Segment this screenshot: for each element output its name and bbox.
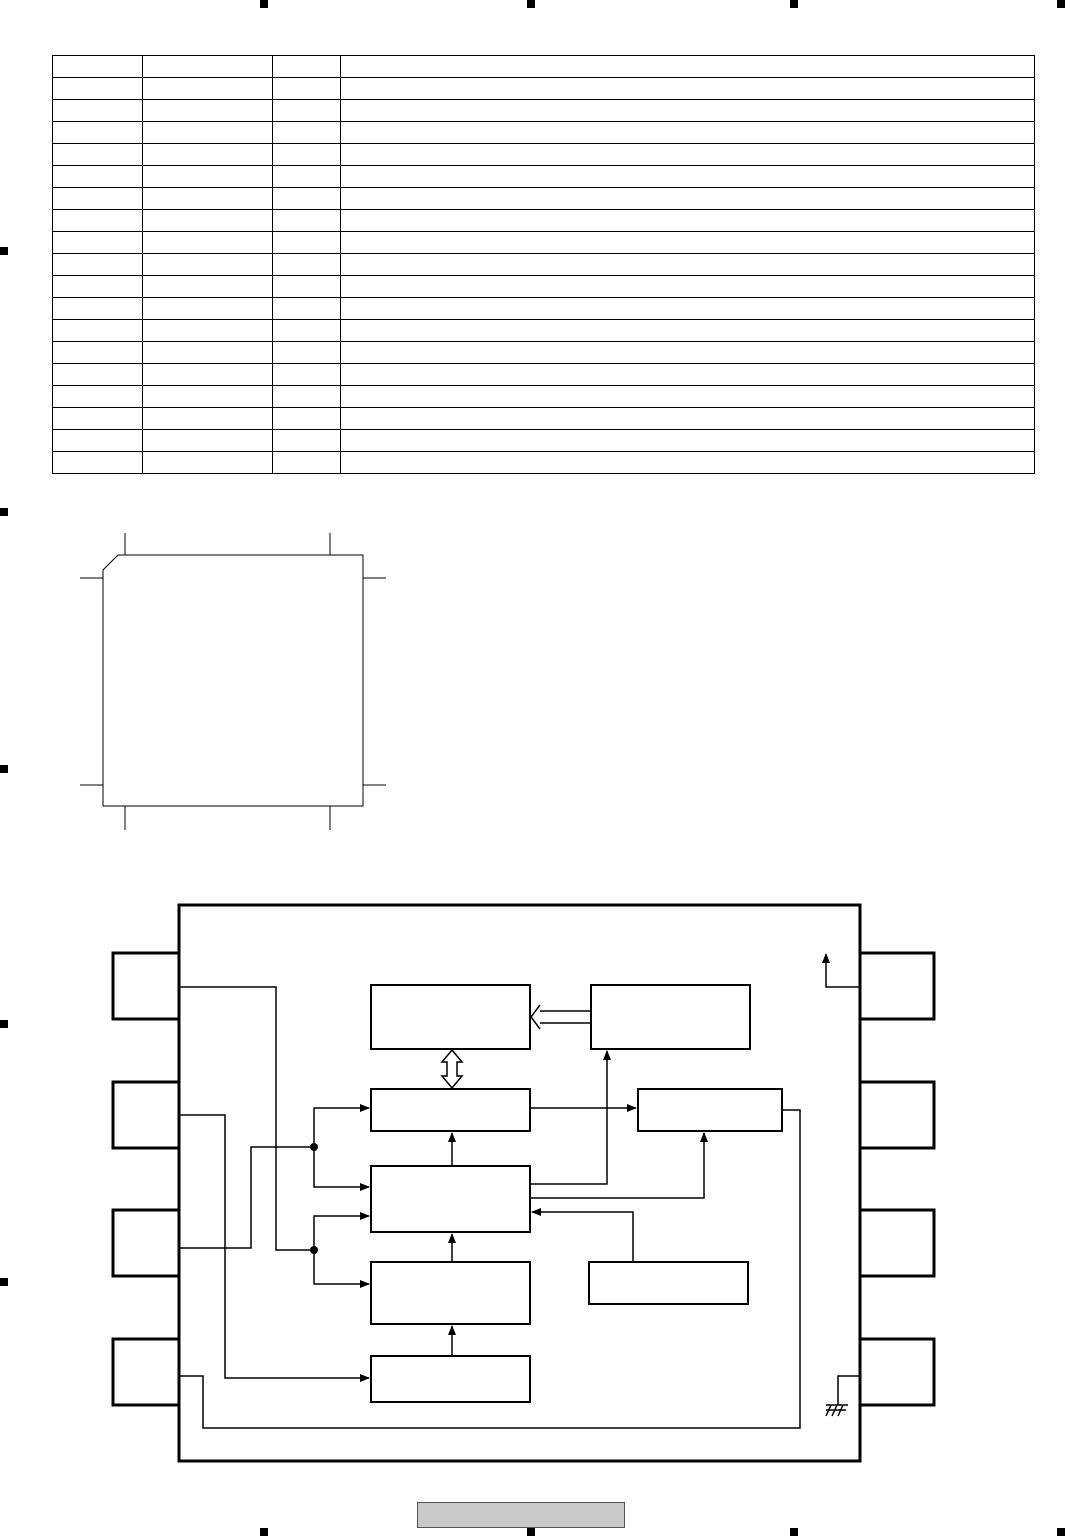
pin-function-table [52, 55, 1035, 474]
pin-pad [111, 1080, 181, 1150]
block [370, 1261, 531, 1325]
registration-mark-left [0, 247, 8, 255]
block [370, 1165, 531, 1233]
block [370, 1355, 531, 1403]
registration-mark-left [0, 1020, 8, 1028]
registration-mark-bottom [1057, 1528, 1065, 1536]
registration-mark-top [790, 0, 798, 8]
registration-mark-top [1057, 0, 1065, 8]
signal-line [313, 1250, 370, 1288]
signal-line [530, 1050, 611, 1185]
registration-mark-top [260, 0, 268, 8]
registration-mark-bottom [790, 1528, 798, 1536]
registration-mark-bottom [260, 1528, 268, 1536]
block [637, 1088, 783, 1132]
pin-pad [858, 951, 936, 1021]
ground-icon [825, 1404, 848, 1417]
block [370, 984, 531, 1050]
bus-arrow [530, 1004, 591, 1030]
registration-mark-left [0, 765, 8, 773]
block [588, 1261, 749, 1305]
junction-dot [310, 1143, 318, 1151]
block [590, 984, 751, 1050]
signal-line [179, 1114, 370, 1382]
table-row [52, 143, 1035, 166]
registration-mark-left [0, 508, 8, 516]
table-cell [340, 451, 1035, 474]
junction-dot [310, 1246, 318, 1254]
table-row [52, 451, 1035, 474]
table-row [52, 275, 1035, 298]
table-row [52, 99, 1035, 122]
ground-line [837, 1375, 860, 1405]
signal-line [179, 1146, 314, 1249]
table-row [52, 429, 1035, 452]
pin-pad [111, 951, 181, 1021]
table-row [52, 341, 1035, 364]
bidirectional-bus-arrow [440, 1048, 464, 1090]
signal-line [822, 953, 860, 988]
signal-line [313, 1147, 370, 1191]
pin-pad [858, 1080, 936, 1150]
table-row [52, 407, 1035, 430]
signal-line [530, 1132, 708, 1199]
signal-line [313, 1104, 370, 1147]
pin-table-body [52, 55, 1035, 474]
pin-pad [111, 1208, 181, 1278]
table-row [52, 231, 1035, 254]
pin-pad [858, 1337, 936, 1407]
registration-mark-left [0, 1278, 8, 1286]
block-diagram [111, 903, 936, 1463]
signal-line [531, 1208, 634, 1262]
signal-line [179, 1109, 801, 1429]
registration-mark-bottom [527, 1528, 535, 1536]
pin-pad [111, 1337, 181, 1407]
table-row [52, 121, 1035, 144]
table-row [52, 187, 1035, 210]
registration-mark-top [527, 0, 535, 8]
footer-label-box [417, 1502, 625, 1528]
signal-line [313, 1212, 370, 1250]
signal-line [179, 986, 314, 1251]
table-row [52, 297, 1035, 320]
pin-pad [858, 1208, 936, 1278]
ic-body [177, 903, 862, 1463]
ic-package-outline [80, 533, 386, 830]
block [370, 1088, 531, 1132]
table-row [52, 385, 1035, 408]
